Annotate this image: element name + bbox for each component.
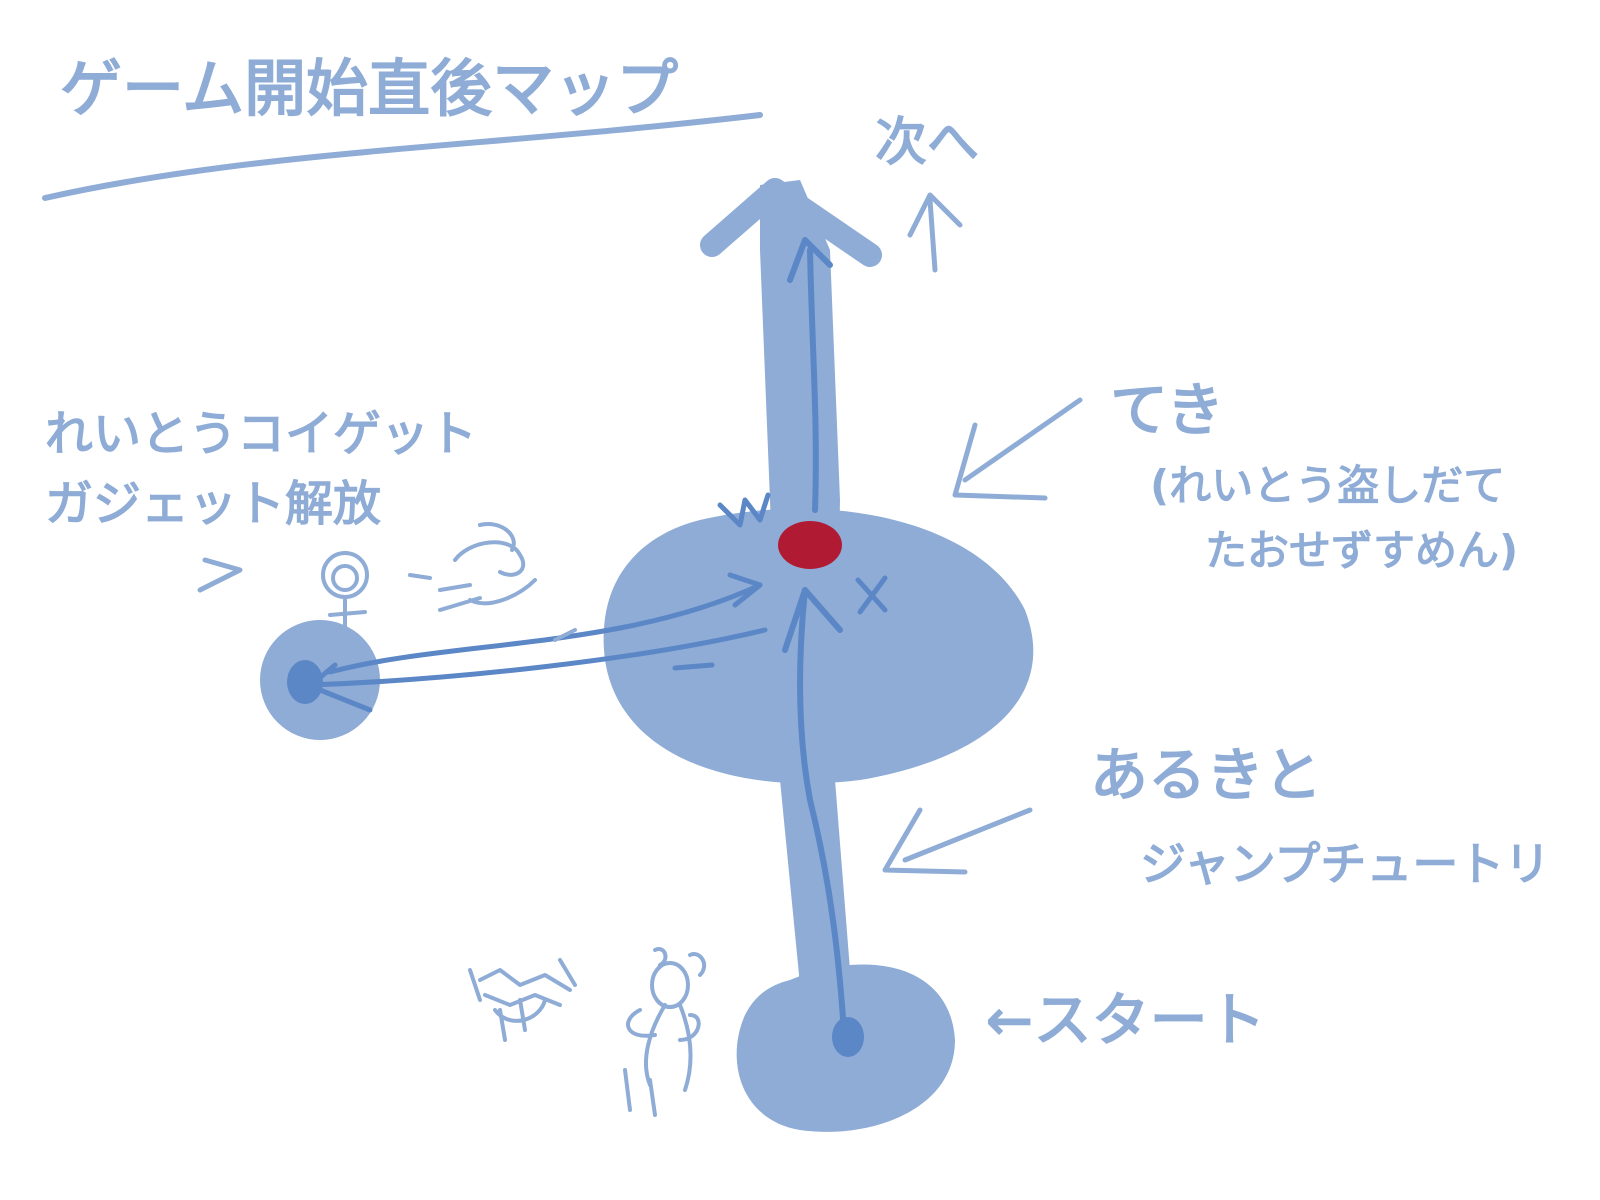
- label-enemy-note-2: たおせずすめん): [1205, 526, 1518, 575]
- route-line-upper: [807, 247, 819, 513]
- next-arrow-icon: [907, 192, 963, 273]
- player-dot-icon: [832, 1017, 864, 1057]
- title-underline: [42, 112, 763, 201]
- label-walk-jump: あるきと: [1090, 741, 1322, 809]
- route-to-gadget: [307, 627, 768, 688]
- route-tick: [553, 628, 577, 642]
- red-dot-enemy-icon: [778, 521, 842, 569]
- route-arrow-up: [782, 587, 843, 653]
- label-gadget-2: ガジェット解放: [45, 476, 381, 532]
- route-arrow-top: [787, 237, 833, 283]
- map-title: ゲーム開始直後マップ: [60, 52, 678, 125]
- label-enemy: てき: [1110, 376, 1224, 444]
- enemy-scribble: [717, 492, 771, 528]
- gadget-pointer-icon: [197, 557, 243, 593]
- label-gadget-1: れいとうコイゲット: [45, 406, 477, 462]
- player-dot-icon: [287, 660, 323, 704]
- label-enemy-note-1: (れいとう盗しだて: [1150, 461, 1505, 510]
- x-mark: [855, 575, 888, 615]
- path-arrowhead: [700, 178, 882, 267]
- label-next: 次へ: [875, 113, 979, 173]
- stick-figure-icon: [468, 958, 577, 1042]
- stick-figure-icon: [623, 947, 707, 1117]
- route-line-lower: [797, 587, 848, 1053]
- enemy-arrow-icon: [952, 397, 1083, 501]
- route-tick-2: [672, 662, 715, 671]
- tutorial-arrow-icon: [882, 807, 1033, 875]
- central-hub: [603, 508, 1034, 784]
- stick-figure-icon: [321, 522, 537, 652]
- route-from-gadget: [327, 582, 763, 675]
- label-start: ←スタート: [985, 986, 1266, 1054]
- label-walk-jump-2: ジャンプチュートリ: [1140, 837, 1550, 891]
- route-arrow-right: [727, 572, 763, 608]
